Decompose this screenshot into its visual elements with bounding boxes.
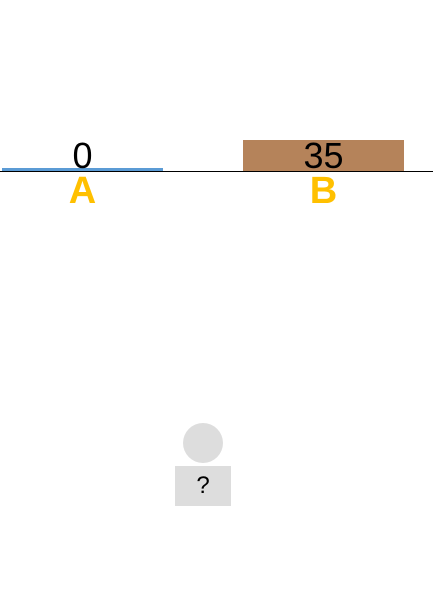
plate-a-fill: [2, 168, 163, 171]
plate-a-label: A: [68, 170, 97, 212]
plate-b-label: B: [309, 170, 338, 212]
help-button[interactable]: ?: [175, 466, 231, 506]
plate-a[interactable]: 0: [2, 135, 163, 176]
plate-a-value: 0: [72, 135, 93, 176]
baseline-line: [0, 171, 433, 172]
helper-avatar-icon[interactable]: [183, 423, 223, 463]
plate-b-value: 35: [303, 135, 344, 176]
plate-b[interactable]: 35: [243, 135, 404, 176]
plate-b-fill: [243, 140, 404, 171]
